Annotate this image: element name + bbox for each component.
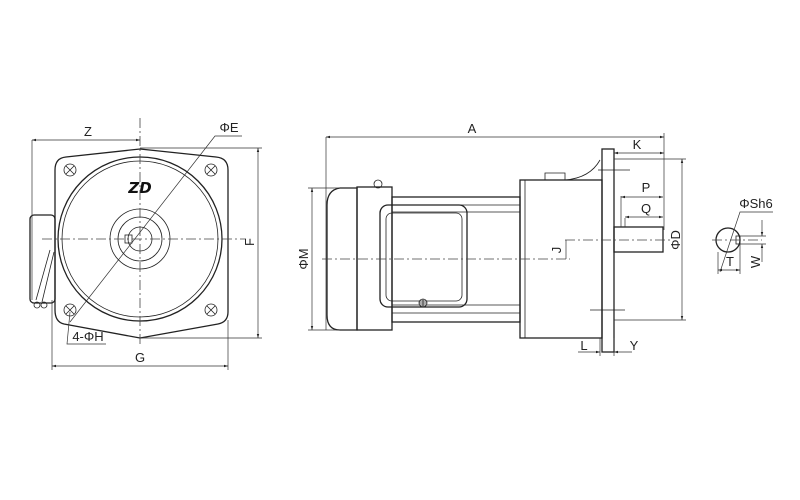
- terminal-box-side: [29, 214, 56, 304]
- dim-f: F: [242, 238, 257, 246]
- dim-z: Z: [84, 124, 92, 139]
- dim-phi-sh6: ΦSh6: [739, 196, 773, 211]
- dim-j: J: [549, 247, 564, 254]
- mounting-holes: [63, 163, 218, 317]
- side-view: A K ΦM P Q J ΦD L Y: [296, 121, 686, 356]
- dim-phi-m: ΦM: [296, 248, 311, 269]
- dim-p: P: [642, 180, 651, 195]
- dim-4-phi-h: 4-ΦH: [72, 329, 103, 344]
- output-shaft: [613, 226, 664, 253]
- dim-t: T: [726, 254, 734, 269]
- motor-body: [391, 196, 521, 323]
- flange: [601, 148, 615, 353]
- shaft-section: ΦSh6 T W: [712, 196, 773, 274]
- dim-y: Y: [630, 338, 639, 353]
- dim-q: Q: [641, 201, 651, 216]
- terminal-box: [379, 204, 468, 308]
- dim-g: G: [135, 350, 145, 365]
- dim-l: L: [580, 338, 587, 353]
- zd-logo: ZD: [127, 179, 151, 197]
- dim-w: W: [748, 255, 763, 268]
- flange-outline: [54, 148, 229, 339]
- dim-phi-d: ΦD: [668, 230, 683, 250]
- end-bell: [356, 186, 393, 331]
- dim-phi-e: ΦE: [219, 120, 238, 135]
- front-view: ZD Z ΦE F G 4-ΦH: [29, 118, 262, 370]
- dim-a: A: [468, 121, 477, 136]
- dim-k: K: [633, 137, 642, 152]
